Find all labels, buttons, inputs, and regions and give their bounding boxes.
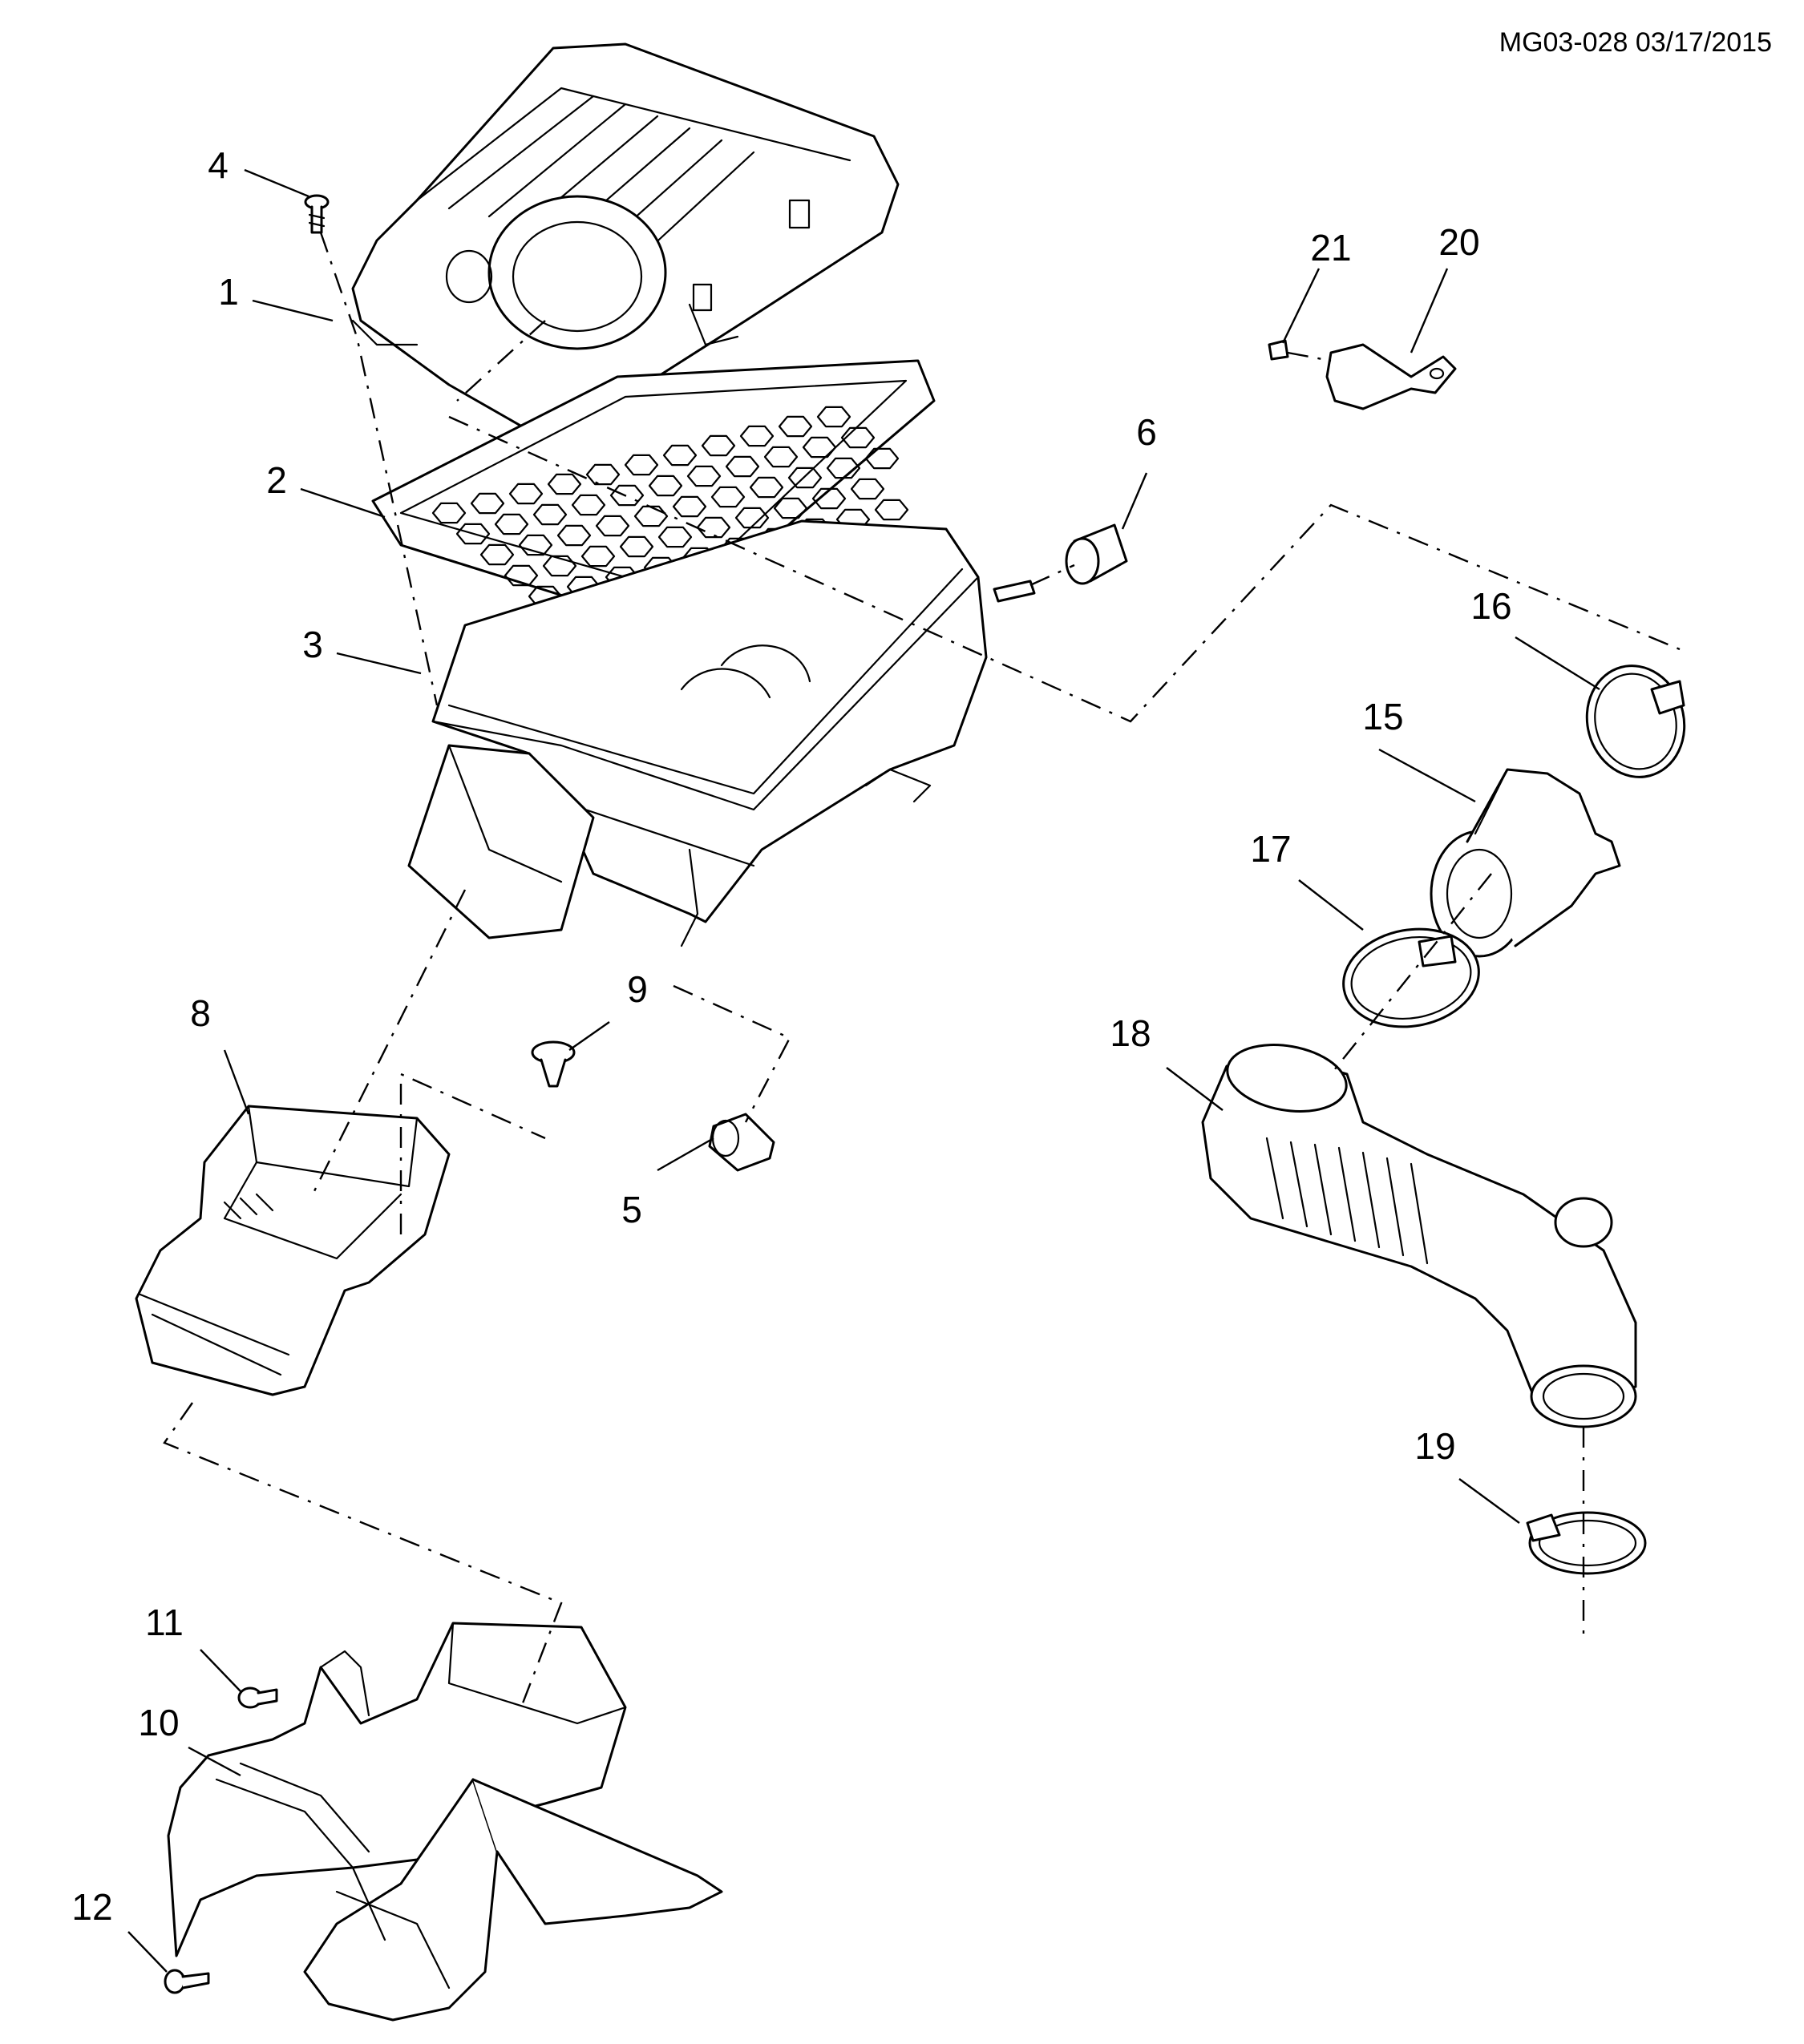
assembly-line-clip-to-bracket [1287, 351, 1332, 362]
assembly-line-bolt-to-housing [319, 232, 439, 706]
filter-honeycomb-cell [494, 513, 529, 535]
document-reference: MG03-028 03/17/2015 [1499, 27, 1772, 58]
filter-honeycomb-cell [648, 475, 683, 497]
callout-10: 10 [138, 1702, 179, 1743]
air-cleaner-cover [351, 42, 900, 467]
filter-honeycomb-cell [710, 486, 746, 508]
filter-honeycomb-cell [580, 545, 616, 568]
filter-honeycomb-cell [508, 483, 544, 505]
filter-honeycomb-cell [470, 492, 505, 515]
filter-honeycomb-cell [734, 507, 770, 529]
callout-15: 15 [1362, 696, 1403, 737]
leader-lines [127, 168, 1600, 1973]
hose-clamp-part-16 [1585, 665, 1686, 778]
assembly-line-cover-to-hose [448, 415, 1681, 723]
mass-air-flow-sensor [1430, 768, 1621, 958]
filter-honeycomb-cell [811, 487, 847, 510]
filter-honeycomb-cell [739, 425, 775, 447]
filter-honeycomb-cell [787, 467, 823, 489]
filter-honeycomb-cell [657, 526, 693, 548]
callout-9: 9 [627, 968, 648, 1010]
filter-honeycomb-cell [816, 406, 851, 428]
assembly-line-adapter-to-lower-duct [163, 1402, 563, 1708]
grommet-part-5 [708, 1113, 775, 1172]
callout-3: 3 [302, 624, 323, 665]
filter-honeycomb-cell [840, 426, 876, 449]
callout-19: 19 [1414, 1425, 1455, 1467]
hose-clamp-part-19 [1526, 1511, 1647, 1575]
intake-duct-adapter [135, 1105, 451, 1396]
filter-honeycomb-cell [701, 434, 736, 457]
bracket-part-20 [1325, 343, 1457, 410]
filter-honeycomb-cell [778, 415, 813, 438]
filter-honeycomb-cell [826, 457, 861, 479]
callout-20: 20 [1438, 221, 1479, 263]
assembly-line-snorkel-to-adapter [311, 889, 467, 1195]
filter-honeycomb-cell [542, 555, 577, 577]
filter-honeycomb-cell [532, 503, 568, 526]
filter-honeycomb-cell [556, 524, 592, 547]
callout-17: 17 [1250, 828, 1291, 870]
filter-honeycomb-cell [633, 505, 669, 527]
filter-honeycomb-cell [431, 502, 467, 524]
filter-honeycomb-cell [773, 497, 808, 519]
callout-8: 8 [190, 992, 211, 1034]
callout-2: 2 [266, 459, 287, 501]
filter-honeycomb-cell [455, 523, 491, 545]
filter-honeycomb-cell [662, 444, 698, 467]
assembly-line-pushpin-9 [399, 1072, 546, 1234]
screw-part-12 [164, 1969, 210, 1994]
filter-honeycomb-cell [864, 447, 900, 470]
hose-clamp-part-17 [1342, 927, 1480, 1028]
filter-honeycomb-cell [547, 473, 582, 495]
air-outlet-hose [1201, 1044, 1637, 1428]
assembly-line-grommet-5 [673, 984, 791, 1123]
filter-honeycomb-cell [585, 463, 621, 486]
push-pin-part-11 [237, 1687, 278, 1709]
filter-honeycomb-cell [595, 515, 630, 537]
assembly-line-grommet-6 [1029, 564, 1075, 587]
callout-11: 11 [145, 1602, 184, 1643]
filter-honeycomb-cell [686, 465, 722, 487]
push-pin-part-9 [531, 1040, 576, 1088]
filter-honeycomb-cell [609, 484, 645, 507]
lower-intake-duct [167, 1622, 723, 2022]
filter-honeycomb-cell [850, 478, 885, 500]
filter-honeycomb-cell [624, 454, 659, 476]
filter-honeycomb-cell [479, 543, 515, 566]
air-cleaner-housing [407, 519, 988, 947]
callout-21: 21 [1310, 227, 1351, 269]
clip-part-21 [1268, 339, 1289, 361]
callout-1: 1 [218, 271, 239, 313]
filter-honeycomb-cell [504, 564, 539, 587]
filter-honeycomb-cell [874, 499, 909, 521]
callout-5: 5 [621, 1189, 642, 1230]
grommet-part-6 [993, 523, 1128, 603]
filter-honeycomb-cell [672, 495, 707, 518]
filter-honeycomb-cell [763, 446, 799, 468]
assembly-line-cover-to-filter [456, 320, 546, 402]
filter-honeycomb-cell [725, 455, 760, 478]
air-filter-element [371, 359, 936, 627]
filter-honeycomb-cell [619, 535, 654, 558]
filter-honeycomb-cell [749, 476, 784, 499]
callout-16: 16 [1470, 585, 1511, 627]
bolt-part-4 [304, 194, 330, 234]
callout-12: 12 [71, 1886, 112, 1928]
callout-6: 6 [1136, 411, 1157, 453]
filter-honeycomb-cell [518, 534, 553, 556]
callout-4: 4 [208, 144, 229, 186]
filter-honeycomb-cell [802, 436, 837, 458]
callout-18: 18 [1110, 1012, 1151, 1054]
filter-honeycomb-cell [571, 494, 606, 516]
